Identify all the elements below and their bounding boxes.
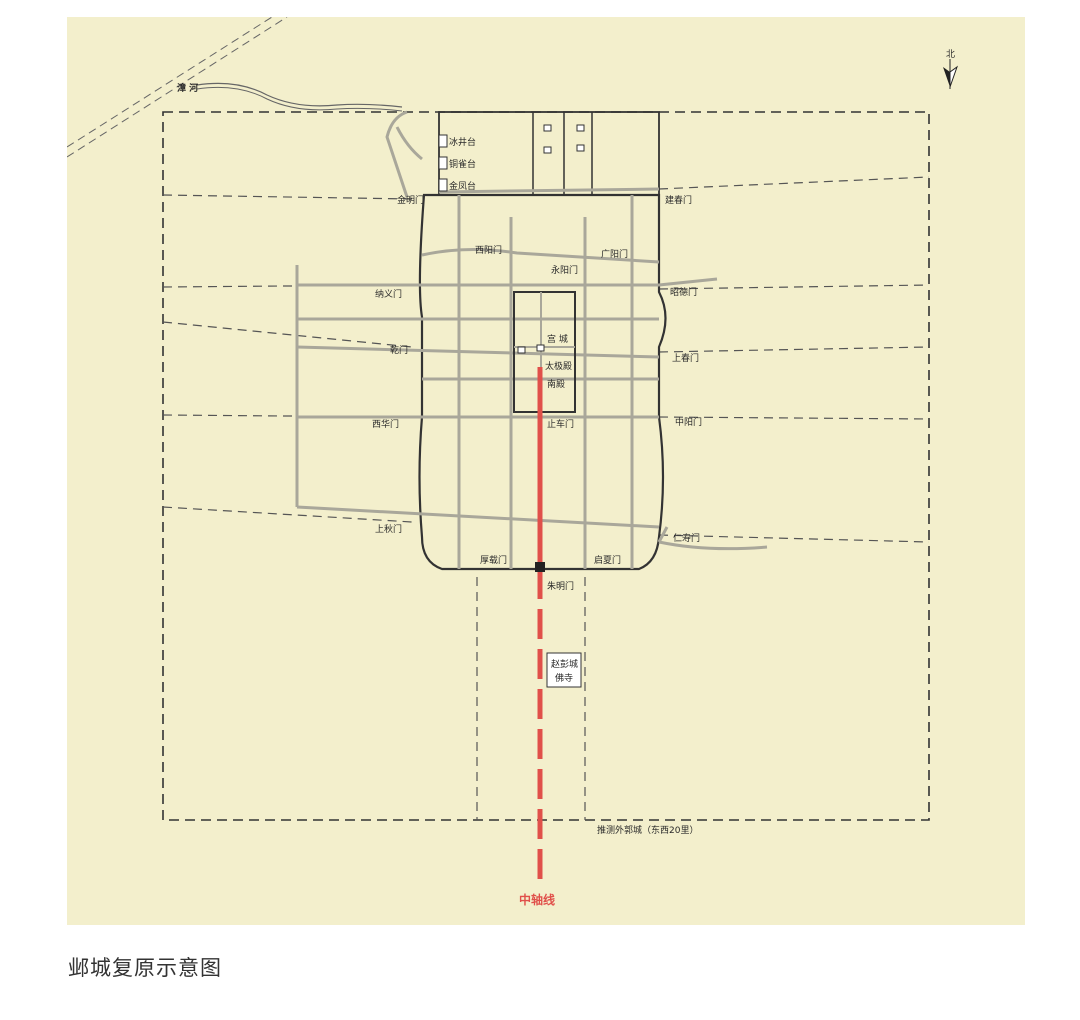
terrace-tongque: 铜雀台	[449, 158, 476, 170]
gate-shangchun: 上春门	[672, 352, 699, 364]
temple-label-line2: 佛寺	[555, 672, 573, 684]
terrace-jinfeng: 金凤台	[449, 180, 476, 192]
gate-shangqiu: 上秋门	[375, 523, 402, 535]
gate-xiyang: 西阳门	[475, 244, 502, 256]
gate-houzai: 厚载门	[480, 554, 507, 566]
gate-jianchun: 建春门	[665, 194, 692, 206]
gate-xihua: 西华门	[372, 418, 399, 430]
gate-zhichemen: 止车门	[547, 418, 574, 430]
figure-caption: 邺城复原示意图	[68, 956, 222, 980]
gate-zhonghe: 中阳门	[675, 416, 702, 428]
map-panel: 漳 河 北	[67, 17, 1025, 925]
outer-grid-lines	[162, 176, 930, 820]
gate-nawen: 纳义门	[375, 288, 402, 300]
road-network	[295, 110, 768, 569]
north-arrow-icon: 北	[943, 49, 958, 89]
palace-city	[513, 291, 576, 413]
outer-city-label: 推测外郭城（东西20里）	[597, 824, 698, 836]
gate-guangyang: 广阳门	[601, 248, 628, 260]
city-plan-map: 漳 河 北	[67, 17, 958, 907]
inner-city-wall	[418, 193, 667, 571]
river-label: 漳 河	[177, 82, 198, 94]
hall-south-label: 南殿	[547, 378, 565, 390]
palace-label: 宫 城	[547, 333, 568, 345]
gate-zhaode: 昭德门	[670, 286, 697, 298]
temple-box	[546, 652, 582, 688]
river-channel	[196, 82, 403, 108]
river-zhang	[67, 17, 288, 158]
north-label: 北	[946, 49, 955, 60]
terraces: 冰井台 铜雀台 金凤台	[438, 134, 476, 192]
gate-yuanyang: 永阳门	[551, 264, 578, 276]
gate-qixia: 启夏门	[594, 554, 621, 566]
gate-zhuming: 朱明门	[547, 580, 574, 592]
gate-renshou: 仁寿门	[673, 532, 700, 544]
gate-jinming: 金明门	[397, 194, 424, 206]
gate-labels: 金明门 建春门 西阳门 广阳门 永阳门 纳义门 昭德门 乾门 上春门 西华门 止…	[372, 194, 702, 592]
hall-main-label: 太极殿	[545, 360, 572, 372]
axis-label: 中轴线	[519, 892, 555, 907]
gate-qianmen: 乾门	[390, 344, 408, 356]
temple-label-line1: 赵彭城	[551, 658, 578, 670]
north-palace-area	[438, 111, 660, 196]
outer-city-boundary	[162, 111, 930, 821]
terrace-bingjing: 冰井台	[449, 136, 476, 148]
